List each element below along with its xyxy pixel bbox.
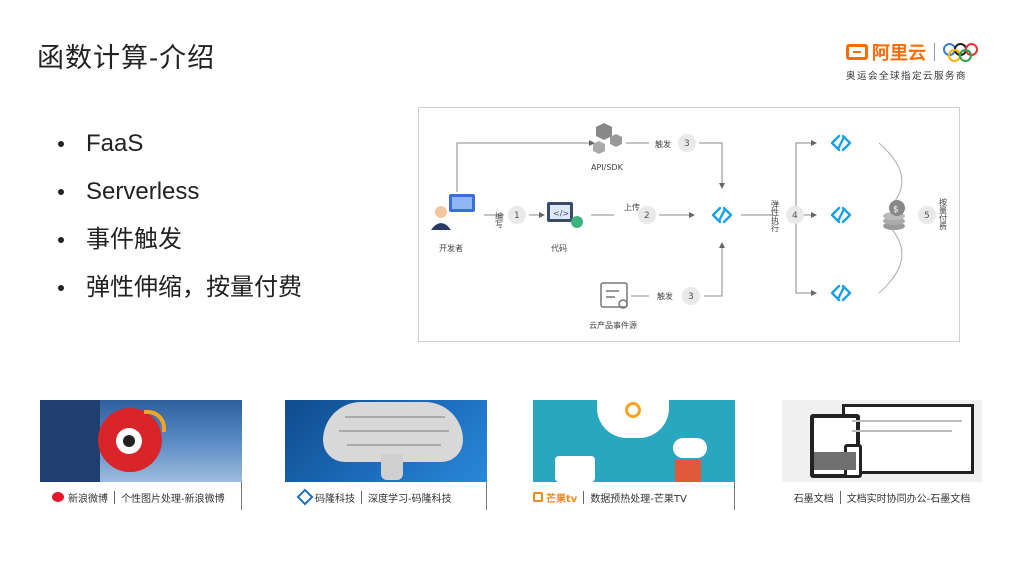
- function-instance-icon: [830, 134, 852, 152]
- case-card-weibo: 新浪微博 个性图片处理-新浪微博: [40, 400, 242, 510]
- feature-list: FaaS Serverless 事件触发 弹性伸缩，按量付费: [58, 120, 302, 312]
- aliyun-brand-text: 阿里云: [872, 43, 926, 64]
- logo-divider: [934, 43, 935, 61]
- slide-title: 函数计算-介绍: [37, 43, 216, 74]
- developer-icon: [431, 194, 475, 230]
- case-brand: 码隆科技: [315, 493, 355, 505]
- code-label: 代码: [551, 243, 567, 253]
- step-5-number: 5: [924, 211, 930, 221]
- list-item: 事件触发: [58, 216, 302, 264]
- function-instance-icon: [830, 206, 852, 224]
- step-1-number: 1: [514, 211, 520, 221]
- malong-logo-icon: [296, 488, 314, 506]
- bullet-icon: [58, 237, 64, 243]
- step-elastic-label: 弹性执行: [771, 199, 780, 233]
- step-1-badge: [508, 206, 526, 224]
- step-2-badge: [638, 206, 656, 224]
- case-card-mangotv: 芒果tv 数据预热处理-芒果TV: [533, 400, 735, 510]
- case-brand: 石墨文档: [793, 493, 834, 505]
- case-brand: 新浪微博: [68, 493, 108, 505]
- case-caption: 新浪微博 个性图片处理-新浪微博: [40, 486, 242, 508]
- svg-text:</>: </>: [553, 209, 569, 218]
- step-3a-number: 3: [684, 139, 690, 149]
- case-caption: 石墨文档 文档实时协同办公-石墨文档: [782, 486, 982, 508]
- cloud-event-source-icon: [600, 282, 628, 309]
- coins-icon: $: [883, 200, 905, 230]
- code-icon: </>: [547, 202, 583, 228]
- list-item: FaaS: [58, 120, 302, 168]
- step-write-label: 编写: [495, 211, 504, 229]
- step-4-badge: [786, 206, 804, 224]
- svg-text:$: $: [893, 205, 899, 215]
- mango-cloud-illustration: [533, 400, 735, 482]
- function-compute-diagram: 开发者 编写 1 </> 代码 上传 2 API/SDK 触发 3: [418, 107, 960, 342]
- function-instance-icon: [830, 284, 852, 302]
- step-5-badge: [918, 206, 936, 224]
- aliyun-logo: 阿里云 奥运会全球指定云服务商: [846, 40, 996, 84]
- weibo-photo: [40, 400, 242, 482]
- mangotv-logo-icon: [533, 492, 543, 502]
- step-trigger-event-label: 触发: [657, 291, 673, 301]
- api-sdk-icon: [593, 123, 622, 154]
- step-upload-label: 上传: [624, 202, 640, 212]
- aliyun-logo-icon: [846, 44, 868, 60]
- step-3b-badge: [682, 287, 700, 305]
- bullet-icon: [58, 285, 64, 291]
- list-item: Serverless: [58, 168, 302, 216]
- weibo-logo-icon: [52, 492, 64, 502]
- step-trigger-api-label: 触发: [655, 139, 671, 149]
- cloud-event-label: 云产品事件源: [589, 320, 637, 330]
- list-item: 弹性伸缩，按量付费: [58, 264, 302, 312]
- function-compute-icon: [711, 206, 733, 224]
- step-3b-number: 3: [688, 292, 694, 302]
- case-description: 深度学习-码隆科技: [368, 493, 452, 505]
- bullet-icon: [58, 189, 64, 195]
- shimo-devices-photo: [782, 400, 982, 482]
- step-4-number: 4: [792, 211, 798, 221]
- case-description: 个性图片处理-新浪微博: [121, 493, 225, 505]
- case-description: 数据预热处理-芒果TV: [590, 493, 687, 505]
- step-billing-label: 按量付费: [939, 197, 948, 231]
- case-description: 文档实时协同办公-石墨文档: [846, 493, 971, 505]
- case-brand: 芒果tv: [546, 493, 578, 505]
- brain-photo: [285, 400, 487, 482]
- api-sdk-label: API/SDK: [591, 163, 624, 172]
- diagram-svg: 开发者 编写 1 </> 代码 上传 2 API/SDK 触发 3: [431, 123, 948, 330]
- case-caption: 芒果tv 数据预热处理-芒果TV: [533, 486, 735, 508]
- case-card-malong: 码隆科技 深度学习-码隆科技: [285, 400, 487, 510]
- step-3a-badge: [678, 134, 696, 152]
- logo-tagline: 奥运会全球指定云服务商: [846, 71, 968, 82]
- step-2-number: 2: [644, 211, 650, 221]
- bullet-icon: [58, 141, 64, 147]
- aliyun-brand: 阿里云: [846, 39, 926, 65]
- developer-label: 开发者: [439, 243, 463, 253]
- case-caption: 码隆科技 深度学习-码隆科技: [285, 486, 487, 508]
- olympic-rings-icon: [943, 41, 987, 63]
- case-card-shimo: 石墨文档 文档实时协同办公-石墨文档: [782, 400, 982, 510]
